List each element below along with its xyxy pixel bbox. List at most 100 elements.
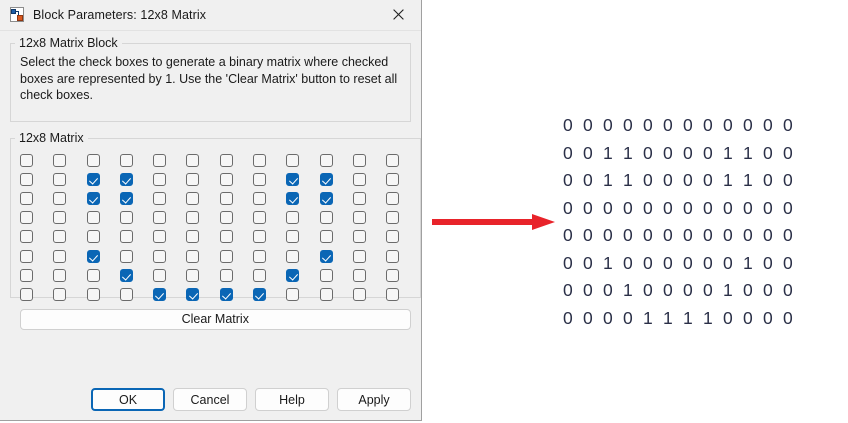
matrix-checkbox-r7-c3[interactable] bbox=[86, 268, 100, 282]
matrix-checkbox-r3-c4[interactable] bbox=[119, 192, 133, 206]
matrix-checkbox-r7-c4[interactable] bbox=[119, 268, 133, 282]
matrix-checkbox-r6-c11[interactable] bbox=[352, 249, 366, 263]
matrix-checkbox-r7-c8[interactable] bbox=[253, 268, 267, 282]
matrix-checkbox-r3-c5[interactable] bbox=[153, 192, 167, 206]
matrix-checkbox-r4-c12[interactable] bbox=[386, 211, 400, 225]
matrix-checkbox-r2-c1[interactable] bbox=[20, 173, 33, 187]
matrix-checkbox-r5-c8[interactable] bbox=[253, 230, 267, 244]
matrix-checkbox-r7-c9[interactable] bbox=[286, 268, 300, 282]
matrix-checkbox-r1-c11[interactable] bbox=[352, 154, 366, 168]
matrix-checkbox-r2-c5[interactable] bbox=[153, 173, 167, 187]
matrix-checkbox-r2-c6[interactable] bbox=[186, 173, 200, 187]
matrix-checkbox-r7-c2[interactable] bbox=[53, 268, 67, 282]
matrix-checkbox-r4-c10[interactable] bbox=[319, 211, 333, 225]
matrix-checkbox-r5-c3[interactable] bbox=[86, 230, 100, 244]
matrix-checkbox-r8-c5[interactable] bbox=[153, 287, 167, 301]
matrix-checkbox-r4-c5[interactable] bbox=[153, 211, 167, 225]
matrix-checkbox-r8-c7[interactable] bbox=[219, 287, 233, 301]
matrix-checkbox-r8-c12[interactable] bbox=[386, 287, 400, 301]
matrix-checkbox-r8-c10[interactable] bbox=[319, 287, 333, 301]
matrix-checkbox-r2-c12[interactable] bbox=[386, 173, 400, 187]
matrix-checkbox-r3-c1[interactable] bbox=[20, 192, 33, 206]
matrix-checkbox-r1-c10[interactable] bbox=[319, 154, 333, 168]
matrix-checkbox-r7-c5[interactable] bbox=[153, 268, 167, 282]
matrix-checkbox-r7-c11[interactable] bbox=[352, 268, 366, 282]
matrix-checkbox-r6-c5[interactable] bbox=[153, 249, 167, 263]
matrix-checkbox-r8-c4[interactable] bbox=[119, 287, 133, 301]
help-button[interactable]: Help bbox=[255, 388, 329, 411]
matrix-checkbox-r6-c3[interactable] bbox=[86, 249, 100, 263]
matrix-checkbox-r3-c8[interactable] bbox=[253, 192, 267, 206]
matrix-checkbox-r5-c9[interactable] bbox=[286, 230, 300, 244]
matrix-checkbox-r4-c9[interactable] bbox=[286, 211, 300, 225]
matrix-checkbox-r3-c9[interactable] bbox=[286, 192, 300, 206]
matrix-checkbox-r5-c7[interactable] bbox=[219, 230, 233, 244]
matrix-checkbox-r3-c3[interactable] bbox=[86, 192, 100, 206]
matrix-checkbox-r8-c11[interactable] bbox=[352, 287, 366, 301]
matrix-checkbox-r1-c7[interactable] bbox=[219, 154, 233, 168]
matrix-checkbox-r2-c2[interactable] bbox=[53, 173, 67, 187]
matrix-checkbox-r2-c3[interactable] bbox=[86, 173, 100, 187]
apply-button[interactable]: Apply bbox=[337, 388, 411, 411]
ok-button[interactable]: OK bbox=[91, 388, 165, 411]
matrix-checkbox-r8-c2[interactable] bbox=[53, 287, 67, 301]
close-icon[interactable] bbox=[376, 0, 421, 29]
matrix-checkbox-r1-c1[interactable] bbox=[20, 154, 33, 168]
matrix-checkbox-r5-c11[interactable] bbox=[352, 230, 366, 244]
matrix-checkbox-r4-c7[interactable] bbox=[219, 211, 233, 225]
clear-matrix-button[interactable]: Clear Matrix bbox=[20, 308, 411, 330]
matrix-checkbox-r6-c4[interactable] bbox=[119, 249, 133, 263]
matrix-checkbox-r6-c6[interactable] bbox=[186, 249, 200, 263]
matrix-checkbox-r8-c1[interactable] bbox=[20, 287, 33, 301]
matrix-checkbox-r1-c6[interactable] bbox=[186, 154, 200, 168]
matrix-checkbox-r3-c12[interactable] bbox=[386, 192, 400, 206]
matrix-checkbox-r7-c12[interactable] bbox=[386, 268, 400, 282]
matrix-checkbox-r2-c11[interactable] bbox=[352, 173, 366, 187]
matrix-checkbox-r8-c8[interactable] bbox=[253, 287, 267, 301]
matrix-checkbox-r4-c6[interactable] bbox=[186, 211, 200, 225]
matrix-checkbox-r4-c3[interactable] bbox=[86, 211, 100, 225]
matrix-checkbox-r3-c2[interactable] bbox=[53, 192, 67, 206]
dialog-title-bar[interactable]: Block Parameters: 12x8 Matrix bbox=[0, 0, 421, 31]
matrix-checkbox-r4-c8[interactable] bbox=[253, 211, 267, 225]
matrix-checkbox-r4-c11[interactable] bbox=[352, 211, 366, 225]
matrix-checkbox-r5-c2[interactable] bbox=[53, 230, 67, 244]
matrix-checkbox-r4-c2[interactable] bbox=[53, 211, 67, 225]
matrix-checkbox-r6-c10[interactable] bbox=[319, 249, 333, 263]
matrix-checkbox-r1-c8[interactable] bbox=[253, 154, 267, 168]
matrix-checkbox-r6-c1[interactable] bbox=[20, 249, 33, 263]
matrix-checkbox-r1-c4[interactable] bbox=[119, 154, 133, 168]
matrix-checkbox-r2-c8[interactable] bbox=[253, 173, 267, 187]
matrix-checkbox-r1-c2[interactable] bbox=[53, 154, 67, 168]
matrix-checkbox-r2-c9[interactable] bbox=[286, 173, 300, 187]
matrix-checkbox-r8-c6[interactable] bbox=[186, 287, 200, 301]
matrix-checkbox-r3-c10[interactable] bbox=[319, 192, 333, 206]
matrix-checkbox-r3-c7[interactable] bbox=[219, 192, 233, 206]
matrix-checkbox-r8-c3[interactable] bbox=[86, 287, 100, 301]
matrix-checkbox-r6-c2[interactable] bbox=[53, 249, 67, 263]
matrix-checkbox-r7-c10[interactable] bbox=[319, 268, 333, 282]
matrix-checkbox-r3-c6[interactable] bbox=[186, 192, 200, 206]
matrix-checkbox-r7-c1[interactable] bbox=[20, 268, 33, 282]
matrix-checkbox-r5-c4[interactable] bbox=[119, 230, 133, 244]
matrix-checkbox-r6-c12[interactable] bbox=[386, 249, 400, 263]
matrix-checkbox-r2-c7[interactable] bbox=[219, 173, 233, 187]
matrix-checkbox-r1-c12[interactable] bbox=[386, 154, 400, 168]
matrix-checkbox-r6-c9[interactable] bbox=[286, 249, 300, 263]
matrix-checkbox-r6-c7[interactable] bbox=[219, 249, 233, 263]
matrix-checkbox-r2-c4[interactable] bbox=[119, 173, 133, 187]
matrix-checkbox-r7-c6[interactable] bbox=[186, 268, 200, 282]
matrix-checkbox-r1-c9[interactable] bbox=[286, 154, 300, 168]
matrix-checkbox-r5-c6[interactable] bbox=[186, 230, 200, 244]
matrix-checkbox-r4-c4[interactable] bbox=[119, 211, 133, 225]
matrix-checkbox-r5-c5[interactable] bbox=[153, 230, 167, 244]
matrix-checkbox-r7-c7[interactable] bbox=[219, 268, 233, 282]
matrix-checkbox-r3-c11[interactable] bbox=[352, 192, 366, 206]
matrix-checkbox-r1-c3[interactable] bbox=[86, 154, 100, 168]
matrix-checkbox-r8-c9[interactable] bbox=[286, 287, 300, 301]
matrix-checkbox-r5-c1[interactable] bbox=[20, 230, 33, 244]
matrix-checkbox-r5-c10[interactable] bbox=[319, 230, 333, 244]
matrix-checkbox-r6-c8[interactable] bbox=[253, 249, 267, 263]
matrix-checkbox-r2-c10[interactable] bbox=[319, 173, 333, 187]
matrix-checkbox-r5-c12[interactable] bbox=[386, 230, 400, 244]
